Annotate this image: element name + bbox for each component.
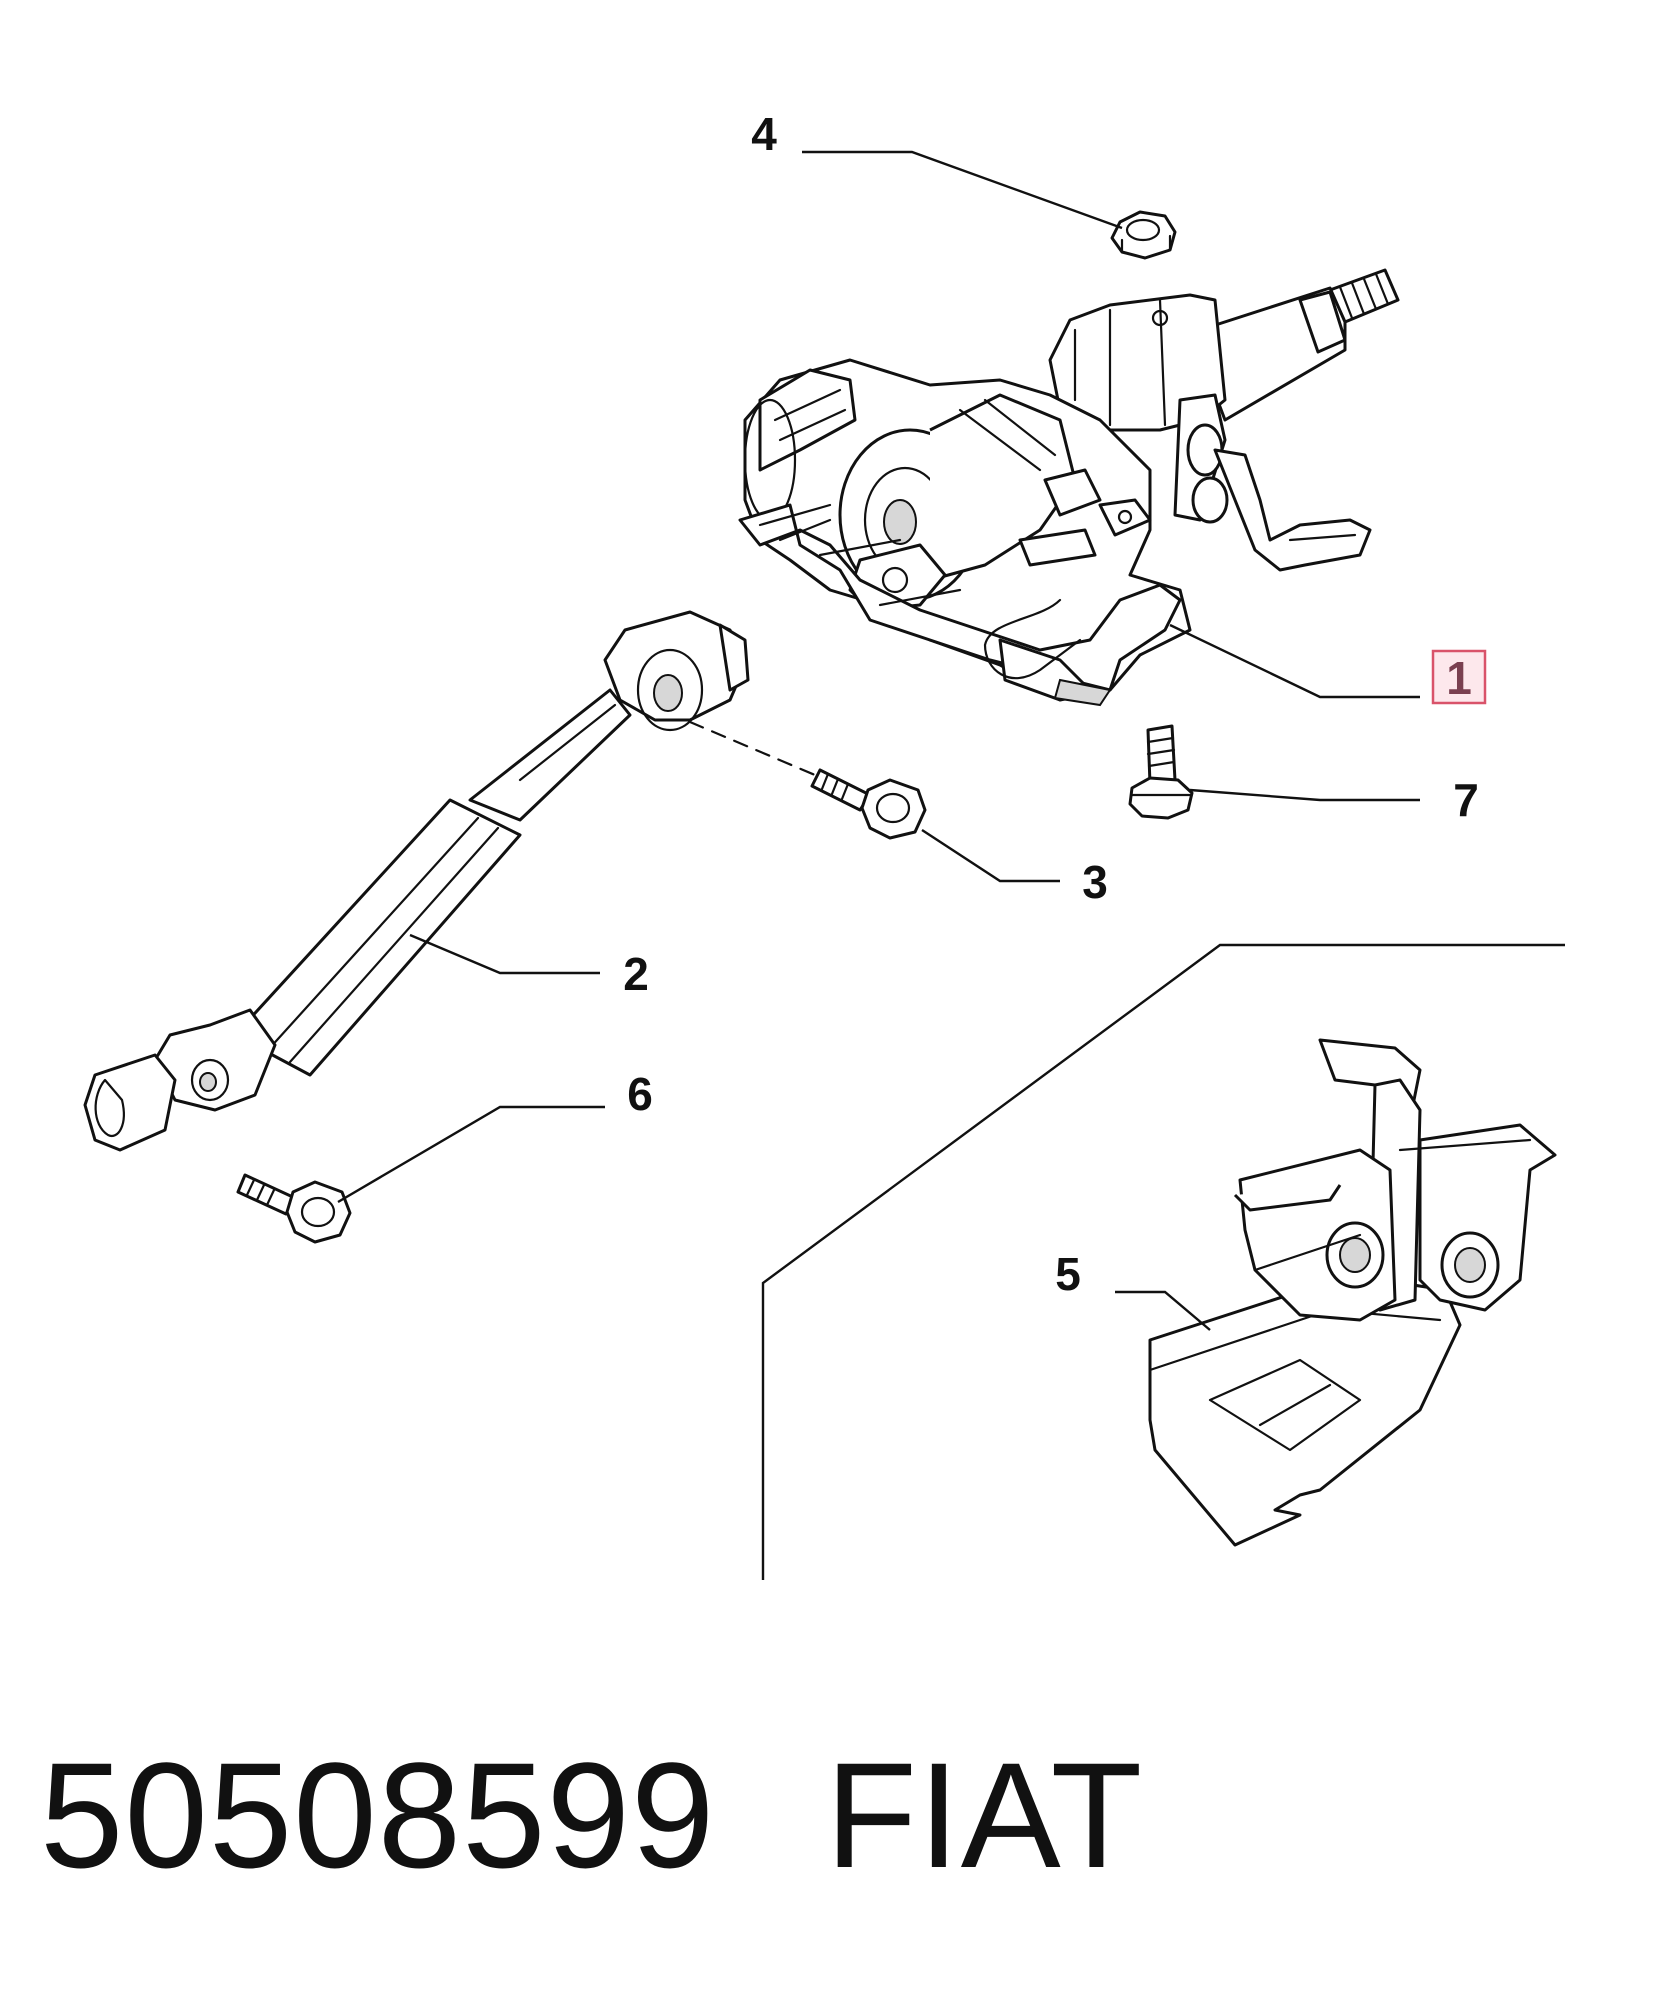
brand-name: FIAT: [825, 1731, 1144, 1899]
callout-5: 5: [1055, 1248, 1081, 1300]
callout-1: 1: [1446, 652, 1472, 704]
alignment-dashed-line: [688, 720, 817, 777]
bolt-part-3: [810, 768, 927, 840]
callout-3: 3: [1082, 856, 1108, 908]
callout-7: 7: [1453, 774, 1479, 826]
nut-part-4: [1110, 210, 1177, 260]
steering-column-part-1: [738, 268, 1400, 707]
intermediate-shaft-part-2: [83, 610, 750, 1152]
bolt-part-7: [1128, 724, 1194, 820]
callout-2: 2: [623, 948, 649, 1000]
callout-1-highlight-box: [1431, 649, 1487, 705]
bracket-part-5: [1148, 1038, 1557, 1547]
bolt-part-6: [236, 1173, 352, 1244]
callouts: 1 2 3 4 5 6 7: [623, 108, 1487, 1300]
callout-4: 4: [751, 108, 777, 160]
section-separator-line: [761, 943, 1565, 1580]
part-number: 50508599: [40, 1731, 716, 1899]
leader-lines: [337, 150, 1420, 1331]
callout-6: 6: [627, 1068, 653, 1120]
